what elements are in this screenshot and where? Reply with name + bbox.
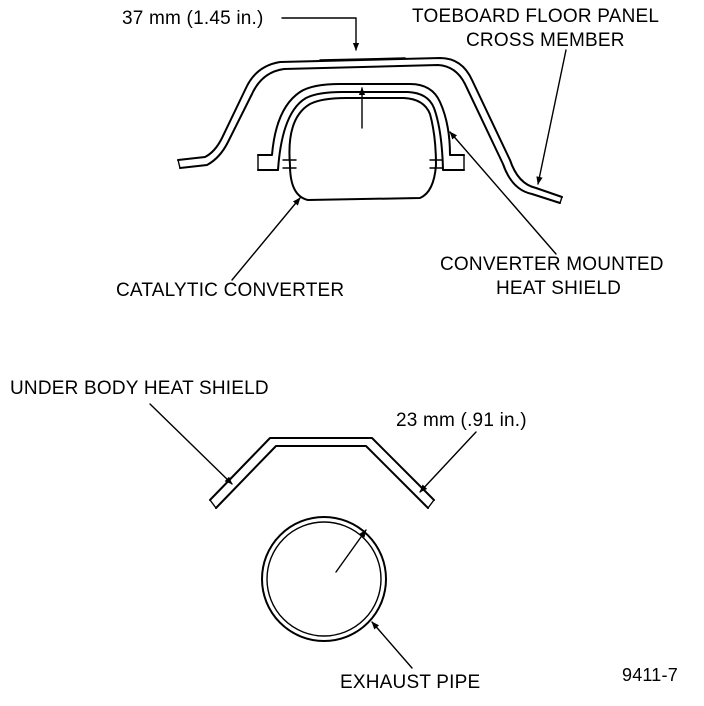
toeboard-label-line-2: CROSS MEMBER bbox=[466, 30, 625, 51]
converter-shield-label-line-2: HEAT SHIELD bbox=[496, 278, 622, 299]
converter-shield-label-line-1: CONVERTER MOUNTED bbox=[440, 254, 664, 275]
under-body-heat-shield bbox=[209, 437, 435, 509]
toeboard-label-line-1: TOEBOARD FLOOR PANEL bbox=[412, 6, 660, 27]
under-body-shield-leader-line bbox=[149, 403, 233, 485]
pipe-clearance-arrow bbox=[335, 529, 367, 573]
exhaust-pipe-leader-line bbox=[371, 621, 413, 669]
converter-mounted-heat-shield bbox=[257, 83, 465, 171]
top-dimension-leader bbox=[281, 17, 366, 129]
converter-shield-leader-line bbox=[449, 131, 557, 255]
figure-id: 9411-7 bbox=[622, 665, 678, 685]
exhaust-pipe bbox=[261, 516, 387, 642]
under-body-heat-shield-label: UNDER BODY HEAT SHIELD bbox=[10, 378, 269, 399]
catalytic-converter-body bbox=[282, 97, 443, 201]
toeboard-floor-panel-cross-member bbox=[177, 57, 563, 204]
bottom-dimension-label: 23 mm (.91 in.) bbox=[396, 410, 527, 431]
toeboard-leader-line bbox=[536, 49, 567, 185]
catalytic-converter-label: CATALYTIC CONVERTER bbox=[116, 280, 345, 301]
exhaust-pipe-label: EXHAUST PIPE bbox=[340, 672, 481, 693]
bottom-dimension-leader-line bbox=[419, 431, 477, 493]
catalytic-converter-leader-line bbox=[231, 197, 301, 281]
top-dimension-label: 37 mm (1.45 in.) bbox=[122, 8, 264, 29]
